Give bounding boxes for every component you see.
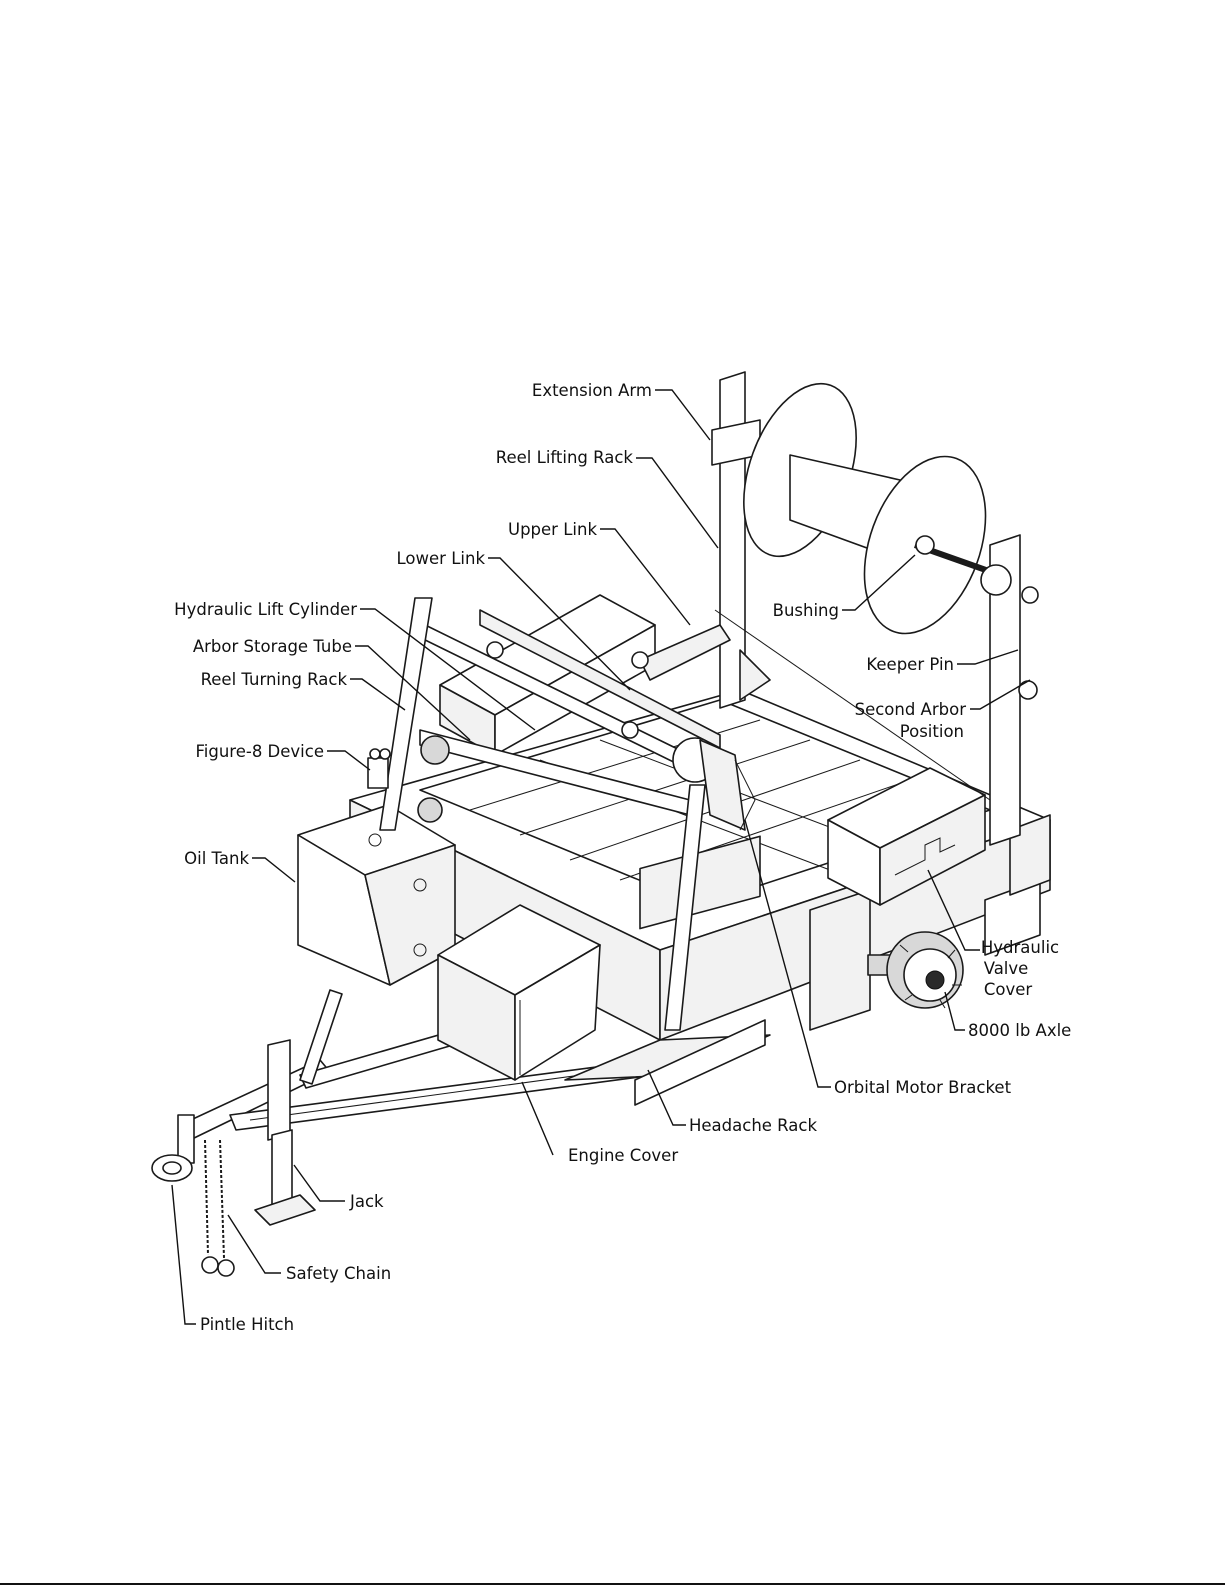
label-upper-link: Upper Link bbox=[508, 520, 597, 539]
figure8-shape bbox=[368, 749, 390, 788]
leader-reel-turning bbox=[350, 679, 405, 710]
label-reel-lifting-rack: Reel Lifting Rack bbox=[496, 448, 634, 467]
label-engine-cover: Engine Cover bbox=[568, 1146, 678, 1165]
leader-figure8 bbox=[327, 751, 370, 770]
label-keeper-pin: Keeper Pin bbox=[866, 655, 954, 674]
label-second-arbor-line2: Position bbox=[900, 722, 964, 741]
label-hydraulic-lift-cylinder: Hydraulic Lift Cylinder bbox=[174, 600, 357, 619]
label-headache-rack: Headache Rack bbox=[689, 1116, 817, 1135]
reel bbox=[722, 368, 1011, 650]
label-lower-link: Lower Link bbox=[397, 549, 486, 568]
oil-tank-shape bbox=[298, 805, 455, 985]
label-valve-cover-line1: Hydraulic bbox=[981, 938, 1059, 957]
hitch-shape bbox=[152, 1115, 234, 1276]
leader-reel-lifting-rack bbox=[636, 458, 718, 548]
leader-engine-cover bbox=[522, 1082, 553, 1155]
label-figure8-device: Figure-8 Device bbox=[195, 742, 324, 761]
label-valve-cover-line2: Valve bbox=[984, 959, 1029, 978]
label-valve-cover-line3: Cover bbox=[984, 980, 1033, 999]
leader-pintle-hitch bbox=[172, 1185, 196, 1324]
label-pintle-hitch: Pintle Hitch bbox=[200, 1315, 294, 1334]
label-arbor-storage-tube: Arbor Storage Tube bbox=[193, 637, 352, 656]
trailer-drawing bbox=[152, 368, 1050, 1276]
label-second-arbor-line1: Second Arbor bbox=[855, 700, 967, 719]
label-safety-chain: Safety Chain bbox=[286, 1264, 391, 1283]
label-jack: Jack bbox=[349, 1192, 384, 1211]
label-oil-tank: Oil Tank bbox=[184, 849, 249, 868]
leader-extension-arm bbox=[655, 390, 710, 440]
leader-oil-tank bbox=[252, 858, 295, 882]
label-bushing: Bushing bbox=[773, 601, 839, 620]
label-reel-turning-rack: Reel Turning Rack bbox=[201, 670, 348, 689]
label-orbital-motor-bracket: Orbital Motor Bracket bbox=[834, 1078, 1012, 1097]
label-axle: 8000 lb Axle bbox=[968, 1021, 1071, 1040]
label-extension-arm: Extension Arm bbox=[532, 381, 652, 400]
keeper-pin-shape bbox=[1019, 587, 1038, 699]
